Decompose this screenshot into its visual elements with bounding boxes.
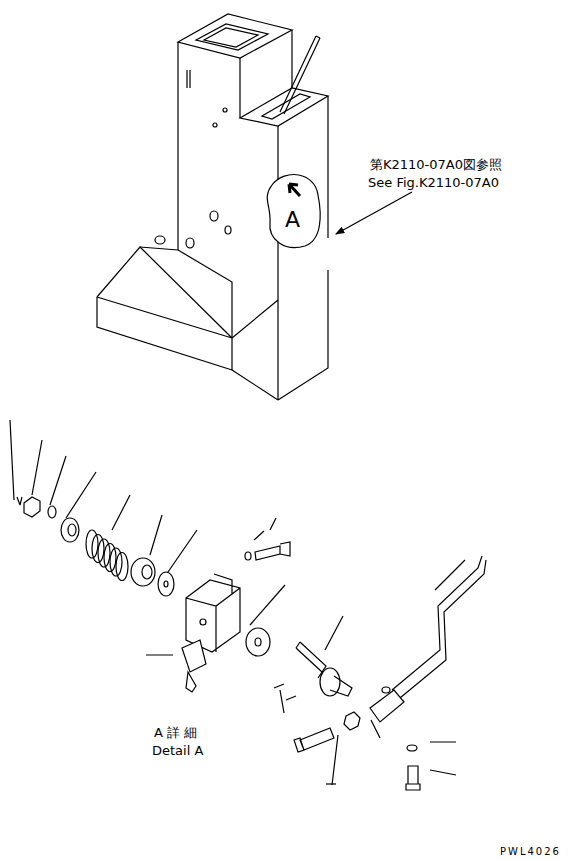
detail-title: A 詳 細	[154, 726, 197, 740]
housing	[97, 14, 412, 400]
spring-coil	[116, 553, 128, 581]
detail-title: Detail A	[152, 744, 203, 758]
view-letter: A	[285, 208, 300, 232]
detail-parts	[10, 420, 486, 790]
drawing-number: PWL4026	[500, 846, 561, 857]
reference-note: 第K2110-07A0図参照	[370, 158, 502, 172]
reference-note: See Fig.K2110-07A0	[368, 176, 499, 190]
